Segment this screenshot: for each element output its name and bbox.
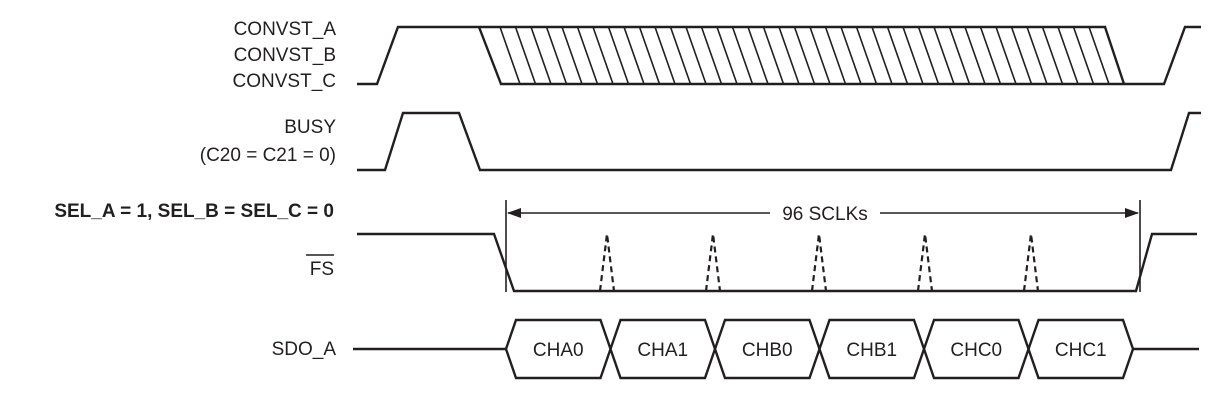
sdo-cell-label: CHA1	[637, 340, 688, 361]
fs-waveform	[357, 232, 1197, 293]
label-fs: FS	[310, 259, 334, 280]
label-busy: BUSY	[284, 117, 336, 138]
label-convst-a: CONVST_A	[234, 19, 337, 40]
label-busy-note: (C20 = C21 = 0)	[200, 145, 336, 166]
label-convst-c: CONVST_C	[233, 71, 336, 92]
sdo-cell-label: CHB1	[846, 340, 897, 361]
sdo-cell	[1027, 318, 1135, 380]
sdo-cell-label: CHC0	[950, 340, 1002, 361]
sdo-cell-label: CHB0	[742, 340, 793, 361]
label-convst-b: CONVST_B	[234, 45, 336, 66]
label-sel-condition: SEL_A = 1, SEL_B = SEL_C = 0	[54, 201, 334, 222]
busy-waveform	[357, 111, 1201, 172]
sclk-count-label: 96 SCLKs	[782, 204, 868, 225]
convst-hatch	[499, 26, 1110, 85]
sclk-span-arrow: 96 SCLKs	[505, 200, 1141, 292]
label-sdo-a: SDO_A	[272, 339, 337, 360]
sdo-cell-label: CHC1	[1055, 340, 1107, 361]
fs-dashed-pulses	[598, 233, 1040, 292]
sdo-cell-label: CHA0	[533, 340, 584, 361]
sdo-a-bus: CHA0 CHA1 CHB0 CHB1 CHC0 CHC1	[353, 318, 1199, 380]
convst-waveform	[357, 25, 1201, 86]
